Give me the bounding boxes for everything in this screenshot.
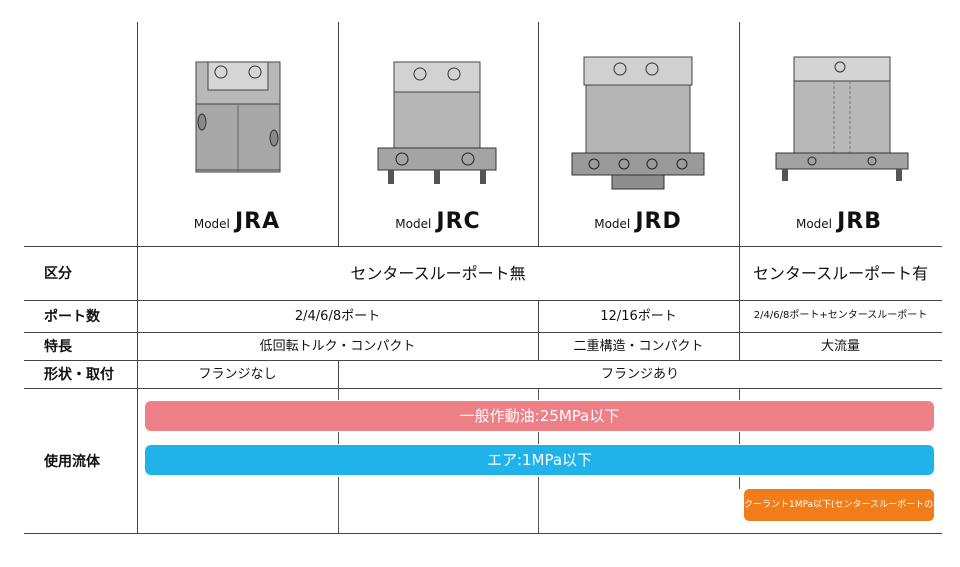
product-image-jrd bbox=[571, 56, 705, 190]
fluid-bar-air: エア:1MPa以下 bbox=[145, 445, 934, 475]
model-prefix: Model bbox=[795, 217, 833, 231]
tick bbox=[739, 388, 740, 400]
column-divider-ports-1 bbox=[538, 300, 539, 360]
product-image-jrb bbox=[775, 56, 909, 181]
row-label-ports: ポート数 bbox=[44, 309, 100, 325]
tick bbox=[739, 477, 740, 489]
product-image-jrc bbox=[377, 61, 497, 184]
row-label-features: 特長 bbox=[44, 339, 72, 355]
category-with-center: センタースルーポート有 bbox=[752, 264, 929, 283]
shape-others: フランジあり bbox=[600, 367, 679, 382]
model-prefix: Model bbox=[594, 217, 631, 231]
features-jrb: 大流量 bbox=[820, 339, 860, 354]
column-divider-shape bbox=[338, 360, 339, 388]
divider-shape bbox=[24, 388, 942, 389]
row-label-shape: 形状・取付 bbox=[44, 367, 114, 383]
product-image-jra bbox=[195, 61, 281, 173]
row-label-category: 区分 bbox=[44, 266, 72, 282]
divider-bottom bbox=[24, 533, 942, 534]
model-name: JRD bbox=[635, 209, 682, 234]
model-prefix: Model bbox=[193, 217, 230, 231]
features-jra-jrc: 低回転トルク・コンパクト bbox=[259, 339, 416, 354]
tick bbox=[538, 477, 539, 533]
tick bbox=[739, 432, 740, 444]
model-name: JRA bbox=[234, 209, 281, 234]
model-name: JRC bbox=[436, 209, 481, 234]
column-divider-jra-jrc bbox=[338, 22, 339, 246]
model-prefix: Model bbox=[395, 217, 432, 231]
category-no-center: センタースルーポート無 bbox=[350, 264, 526, 283]
row-label-fluid: 使用流体 bbox=[44, 454, 100, 470]
column-divider-jrd-jrb bbox=[739, 22, 740, 246]
fluid-bar-oil: 一般作動油:25MPa以下 bbox=[145, 401, 934, 431]
divider-top-header bbox=[24, 246, 942, 247]
column-divider-category bbox=[739, 246, 740, 300]
tick bbox=[338, 388, 339, 400]
model-label-jrb: Model JRB bbox=[739, 209, 939, 234]
model-label-jra: Model JRA bbox=[137, 209, 337, 234]
ports-jrd: 12/16ポート bbox=[600, 309, 677, 324]
fluid-bar-coolant: クーラント1MPa以下(センタースルーポートのみ可) bbox=[744, 489, 955, 521]
tick bbox=[538, 388, 539, 400]
tick bbox=[338, 477, 339, 533]
model-name: JRB bbox=[837, 209, 883, 234]
divider-ports bbox=[24, 332, 942, 333]
column-divider-ports-2 bbox=[739, 300, 740, 360]
model-label-jrd: Model JRD bbox=[538, 209, 738, 234]
column-divider-jrc-jrd bbox=[538, 22, 539, 246]
ports-jra-jrc: 2/4/6/8ポート bbox=[294, 309, 381, 324]
ports-jrb: 2/4/6/8ポート+センタースルーポート bbox=[753, 310, 928, 321]
divider-features bbox=[24, 360, 942, 361]
shape-jra: フランジなし bbox=[198, 367, 277, 382]
tick bbox=[538, 432, 539, 444]
divider-category bbox=[24, 300, 942, 301]
tick bbox=[338, 432, 339, 444]
features-jrd: 二重構造・コンパクト bbox=[573, 339, 704, 354]
model-label-jrc: Model JRC bbox=[338, 209, 538, 234]
column-divider-label bbox=[137, 22, 138, 533]
